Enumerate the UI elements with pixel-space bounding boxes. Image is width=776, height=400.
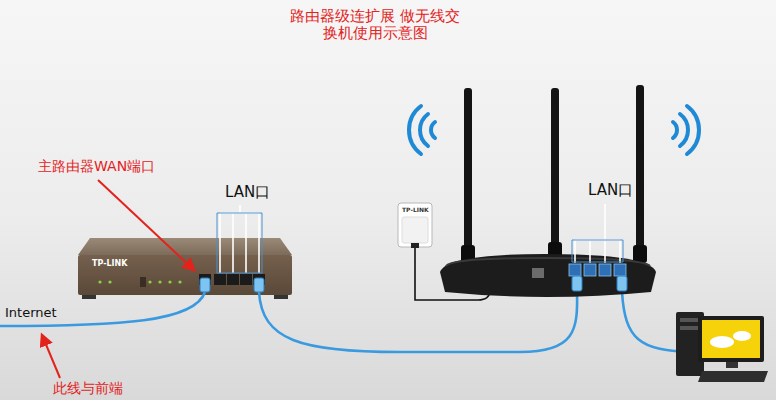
red-arrow bbox=[42, 180, 194, 378]
main-router bbox=[78, 238, 292, 299]
lan-bracket bbox=[220, 205, 259, 273]
callout-label: 此线与前端 bbox=[53, 380, 123, 396]
port-label: LAN口 bbox=[225, 184, 270, 201]
wifi-symbol bbox=[409, 106, 699, 154]
computer bbox=[676, 312, 768, 382]
callout-label: 主路由器WAN端口 bbox=[38, 158, 155, 174]
lan-bracket bbox=[575, 204, 620, 263]
network-cable bbox=[0, 292, 690, 352]
brand-label: TP-LINK bbox=[92, 259, 127, 268]
wireless-router bbox=[440, 85, 656, 297]
diagram-title: 路由器级连扩展 做无线交换机使用示意图 bbox=[285, 8, 465, 43]
cable-label: Internet bbox=[5, 306, 57, 321]
port-label: LAN口 bbox=[588, 182, 633, 199]
brand-label: TP-LINK bbox=[402, 207, 429, 214]
